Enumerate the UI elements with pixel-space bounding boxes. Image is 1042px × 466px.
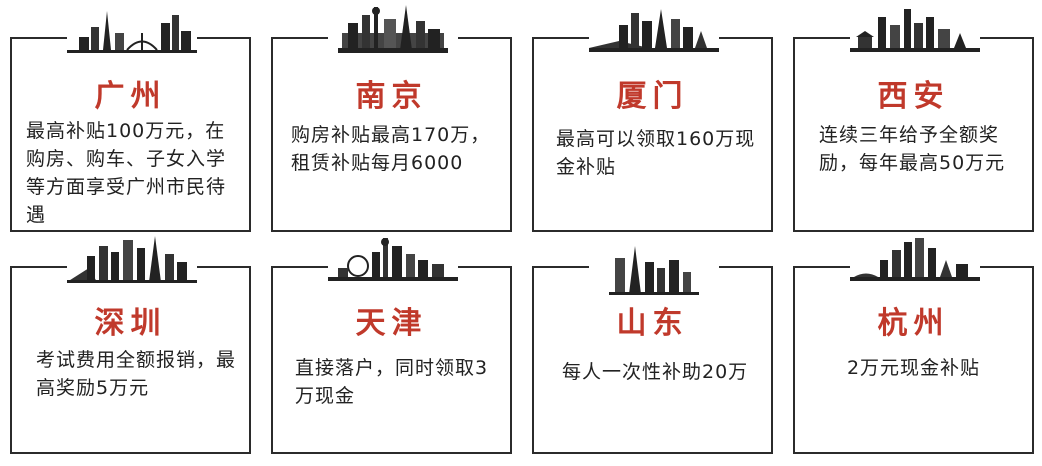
xiamen-skyline-icon	[589, 9, 719, 52]
city-name: 广州	[94, 79, 167, 114]
city-name: 深圳	[94, 306, 167, 341]
city-card-guangzhou: 广州 最高补贴100万元，在购房、购车、子女入学等方面享受广州市民待遇	[10, 11, 251, 232]
city-name: 杭州	[877, 306, 950, 341]
city-description: 每人一次性补助20万	[562, 361, 749, 383]
xian-skyline-icon	[850, 9, 980, 52]
hangzhou-skyline-icon	[850, 238, 980, 281]
city-description: 连续三年给予全额奖励，每年最高50万元	[819, 124, 1006, 174]
city-description: 考试费用全额报销，最高奖励5万元	[36, 349, 237, 399]
city-card-tianjin: 天津 直接落户，同时领取3万现金	[271, 238, 512, 454]
tianjin-skyline-icon	[328, 238, 458, 281]
city-card-shandong: 山东 每人一次性补助20万	[532, 246, 773, 454]
city-description: 直接落户，同时领取3万现金	[295, 357, 489, 407]
city-name: 西安	[877, 79, 950, 114]
city-card-xiamen: 厦门 最高可以领取160万现金补贴	[532, 9, 773, 232]
city-card-xian: 西安 连续三年给予全额奖励，每年最高50万元	[793, 9, 1034, 232]
shenzhen-skyline-icon	[67, 236, 197, 283]
nanjing-skyline-icon	[338, 5, 448, 53]
shandong-skyline-icon	[609, 246, 699, 295]
city-description: 最高可以领取160万现金补贴	[556, 128, 756, 178]
guangzhou-skyline-icon	[67, 11, 197, 53]
city-name: 天津	[355, 306, 428, 341]
city-name: 厦门	[616, 79, 689, 114]
city-name: 南京	[355, 79, 428, 114]
city-card-hangzhou: 杭州 2万元现金补贴	[793, 238, 1034, 454]
city-card-shenzhen: 深圳 考试费用全额报销，最高奖励5万元	[10, 236, 251, 454]
city-name: 山东	[616, 306, 689, 341]
city-description: 2万元现金补贴	[846, 357, 981, 379]
city-card-nanjing: 南京 购房补贴最高170万，租赁补贴每月6000	[271, 5, 512, 232]
city-description: 最高补贴100万元，在购房、购车、子女入学等方面享受广州市民待遇	[26, 120, 227, 226]
city-description: 购房补贴最高170万，租赁补贴每月6000	[291, 124, 491, 174]
